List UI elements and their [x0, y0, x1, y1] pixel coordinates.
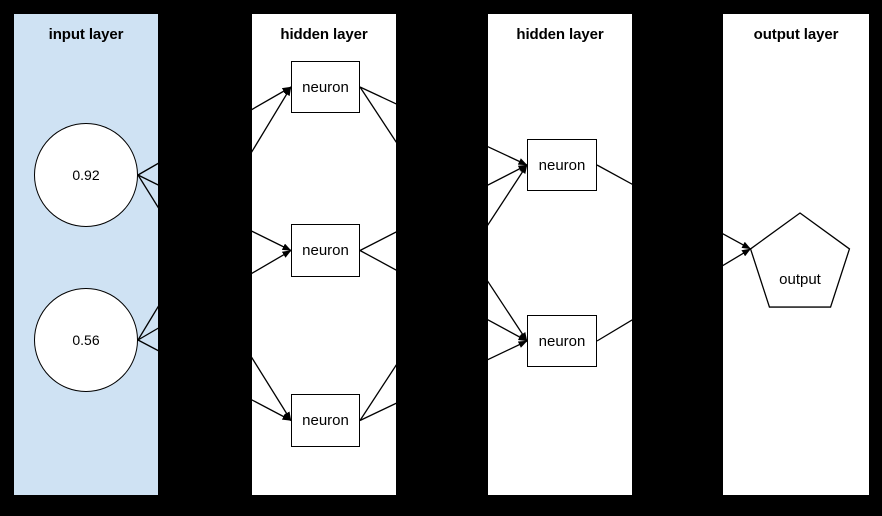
node-output-node[interactable]: output [746, 211, 854, 319]
gap-mask [869, 0, 882, 516]
pentagon-label: output [779, 271, 821, 288]
layer-title-hidden-layer-2: hidden layer [516, 26, 604, 43]
node-hidden1-neuron-1[interactable]: neuron [291, 61, 360, 113]
layer-panel-input-layer [14, 14, 158, 495]
node-hidden1-neuron-2[interactable]: neuron [291, 224, 360, 277]
gap-mask [0, 495, 882, 516]
layer-title-hidden-layer-1: hidden layer [280, 26, 368, 43]
node-input-node-2[interactable]: 0.56 [34, 288, 138, 392]
node-input-node-1[interactable]: 0.92 [34, 123, 138, 227]
pentagon-shape [749, 212, 851, 308]
node-hidden2-neuron-1[interactable]: neuron [527, 139, 597, 191]
node-hidden1-neuron-3[interactable]: neuron [291, 394, 360, 447]
layer-title-output-layer: output layer [753, 26, 839, 43]
layer-title-input-layer: input layer [48, 26, 124, 43]
gap-mask [0, 0, 14, 516]
node-hidden2-neuron-2[interactable]: neuron [527, 315, 597, 367]
gap-mask [0, 0, 882, 14]
